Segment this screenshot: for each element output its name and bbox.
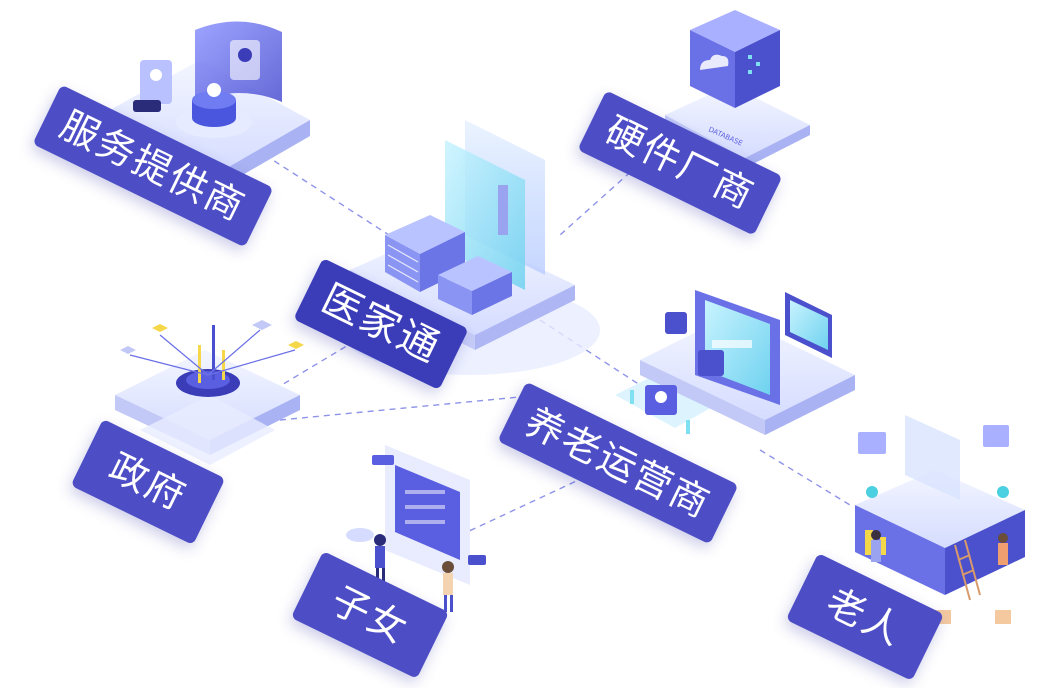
service-provider-illustration	[110, 21, 310, 188]
link-children	[449, 469, 601, 541]
link-service-provider	[264, 154, 421, 256]
link-elderly	[759, 449, 851, 506]
link-gov-operator	[279, 394, 541, 421]
government-illustration	[115, 320, 304, 465]
link-operator	[539, 319, 641, 386]
elderly-operator-illustration	[615, 290, 855, 435]
connector-lines	[264, 149, 851, 541]
elderly-illustration	[855, 415, 1025, 624]
children-illustration	[346, 445, 486, 612]
link-government	[264, 334, 366, 396]
